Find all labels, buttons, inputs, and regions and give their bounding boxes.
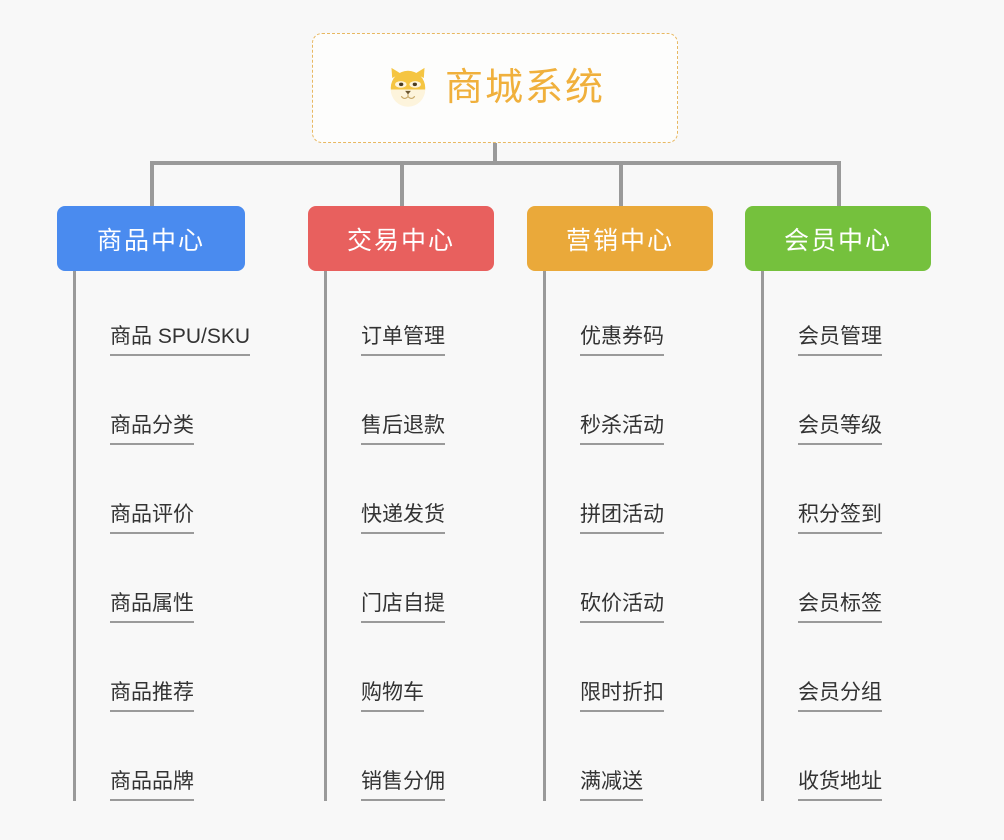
leaf-item[interactable]: 商品推荐 xyxy=(76,623,245,712)
leaf-item[interactable]: 商品 SPU/SKU xyxy=(76,271,251,356)
leaf-item[interactable]: 会员标签 xyxy=(764,534,931,623)
leaf-label: 会员分组 xyxy=(798,680,882,712)
leaf-label: 收货地址 xyxy=(798,769,882,801)
leaf-label: 会员标签 xyxy=(798,591,882,623)
leaf-label: 优惠券码 xyxy=(580,324,664,356)
leaf-list-trade-center: 订单管理 售后退款 快递发货 门店自提 购物车 销售分佣 xyxy=(324,271,494,801)
leaf-label: 销售分佣 xyxy=(361,769,445,801)
leaf-item[interactable]: 秒杀活动 xyxy=(546,356,713,445)
leaf-item[interactable]: 快递发货 xyxy=(327,445,494,534)
branch-label: 营销中心 xyxy=(565,226,674,255)
leaf-item[interactable]: 优惠券码 xyxy=(546,271,713,356)
connector-drop-marketing-center xyxy=(619,161,623,206)
leaf-label: 会员等级 xyxy=(798,413,882,445)
leaf-item[interactable]: 收货地址 xyxy=(764,712,931,801)
leaf-item[interactable]: 商品品牌 xyxy=(76,712,245,801)
root-node[interactable]: 商城系统 xyxy=(312,33,678,143)
leaf-item[interactable]: 商品评价 xyxy=(76,445,245,534)
leaf-label: 售后退款 xyxy=(361,413,445,445)
leaf-item[interactable]: 砍价活动 xyxy=(546,534,713,623)
leaf-label: 商品属性 xyxy=(110,591,194,623)
leaf-item[interactable]: 满减送 xyxy=(546,712,713,801)
leaf-list-product-center: 商品 SPU/SKU 商品分类 商品评价 商品属性 商品推荐 商品品牌 xyxy=(73,271,251,801)
leaf-item[interactable]: 会员分组 xyxy=(764,623,931,712)
branch-header-product-center[interactable]: 商品中心 xyxy=(57,206,245,271)
leaf-item[interactable]: 订单管理 xyxy=(327,271,494,356)
leaf-list-member-center: 会员管理 会员等级 积分签到 会员标签 会员分组 收货地址 xyxy=(761,271,931,801)
leaf-label: 商品评价 xyxy=(110,502,194,534)
branch-header-marketing-center[interactable]: 营销中心 xyxy=(527,206,713,271)
branch-label: 商品中心 xyxy=(96,226,205,255)
leaf-item[interactable]: 商品属性 xyxy=(76,534,245,623)
leaf-label: 积分签到 xyxy=(798,502,882,534)
connector-horizontal-bar xyxy=(150,161,840,165)
leaf-label: 商品分类 xyxy=(110,413,194,445)
leaf-label: 购物车 xyxy=(361,680,424,712)
leaf-label: 订单管理 xyxy=(361,324,445,356)
leaf-label: 商品推荐 xyxy=(110,680,194,712)
leaf-label: 限时折扣 xyxy=(580,680,664,712)
leaf-item[interactable]: 售后退款 xyxy=(327,356,494,445)
branch-header-member-center[interactable]: 会员中心 xyxy=(745,206,931,271)
leaf-label: 商品品牌 xyxy=(110,769,194,801)
leaf-label: 砍价活动 xyxy=(580,591,664,623)
branch-product-center: 商品中心 商品 SPU/SKU 商品分类 商品评价 商品属性 商品推荐 商品品牌 xyxy=(57,206,251,801)
branch-member-center: 会员中心 会员管理 会员等级 积分签到 会员标签 会员分组 收货地址 xyxy=(745,206,931,801)
leaf-label: 会员管理 xyxy=(798,324,882,356)
leaf-item[interactable]: 购物车 xyxy=(327,623,494,712)
leaf-item[interactable]: 会员管理 xyxy=(764,271,931,356)
leaf-item[interactable]: 积分签到 xyxy=(764,445,931,534)
leaf-item[interactable]: 拼团活动 xyxy=(546,445,713,534)
leaf-item[interactable]: 商品分类 xyxy=(76,356,245,445)
branch-marketing-center: 营销中心 优惠券码 秒杀活动 拼团活动 砍价活动 限时折扣 满减送 xyxy=(527,206,713,801)
leaf-list-marketing-center: 优惠券码 秒杀活动 拼团活动 砍价活动 限时折扣 满减送 xyxy=(543,271,713,801)
leaf-label: 快递发货 xyxy=(361,502,445,534)
leaf-label: 门店自提 xyxy=(361,591,445,623)
leaf-label: 满减送 xyxy=(580,769,643,801)
branch-label: 会员中心 xyxy=(783,226,892,255)
root-title: 商城系统 xyxy=(444,67,605,109)
leaf-item[interactable]: 限时折扣 xyxy=(546,623,713,712)
connector-drop-member-center xyxy=(837,161,841,206)
leaf-item[interactable]: 会员等级 xyxy=(764,356,931,445)
leaf-label: 拼团活动 xyxy=(580,502,664,534)
connector-drop-product-center xyxy=(150,161,154,206)
connector-drop-trade-center xyxy=(400,161,404,206)
leaf-item[interactable]: 销售分佣 xyxy=(327,712,494,801)
connector-root-stem xyxy=(493,143,497,165)
branch-label: 交易中心 xyxy=(346,226,455,255)
branch-trade-center: 交易中心 订单管理 售后退款 快递发货 门店自提 购物车 销售分佣 xyxy=(308,206,494,801)
leaf-label: 秒杀活动 xyxy=(580,413,664,445)
leaf-item[interactable]: 门店自提 xyxy=(327,534,494,623)
leaf-label: 商品 SPU/SKU xyxy=(110,324,251,356)
branch-header-trade-center[interactable]: 交易中心 xyxy=(308,206,494,271)
shiba-inu-dog-icon xyxy=(390,67,426,107)
